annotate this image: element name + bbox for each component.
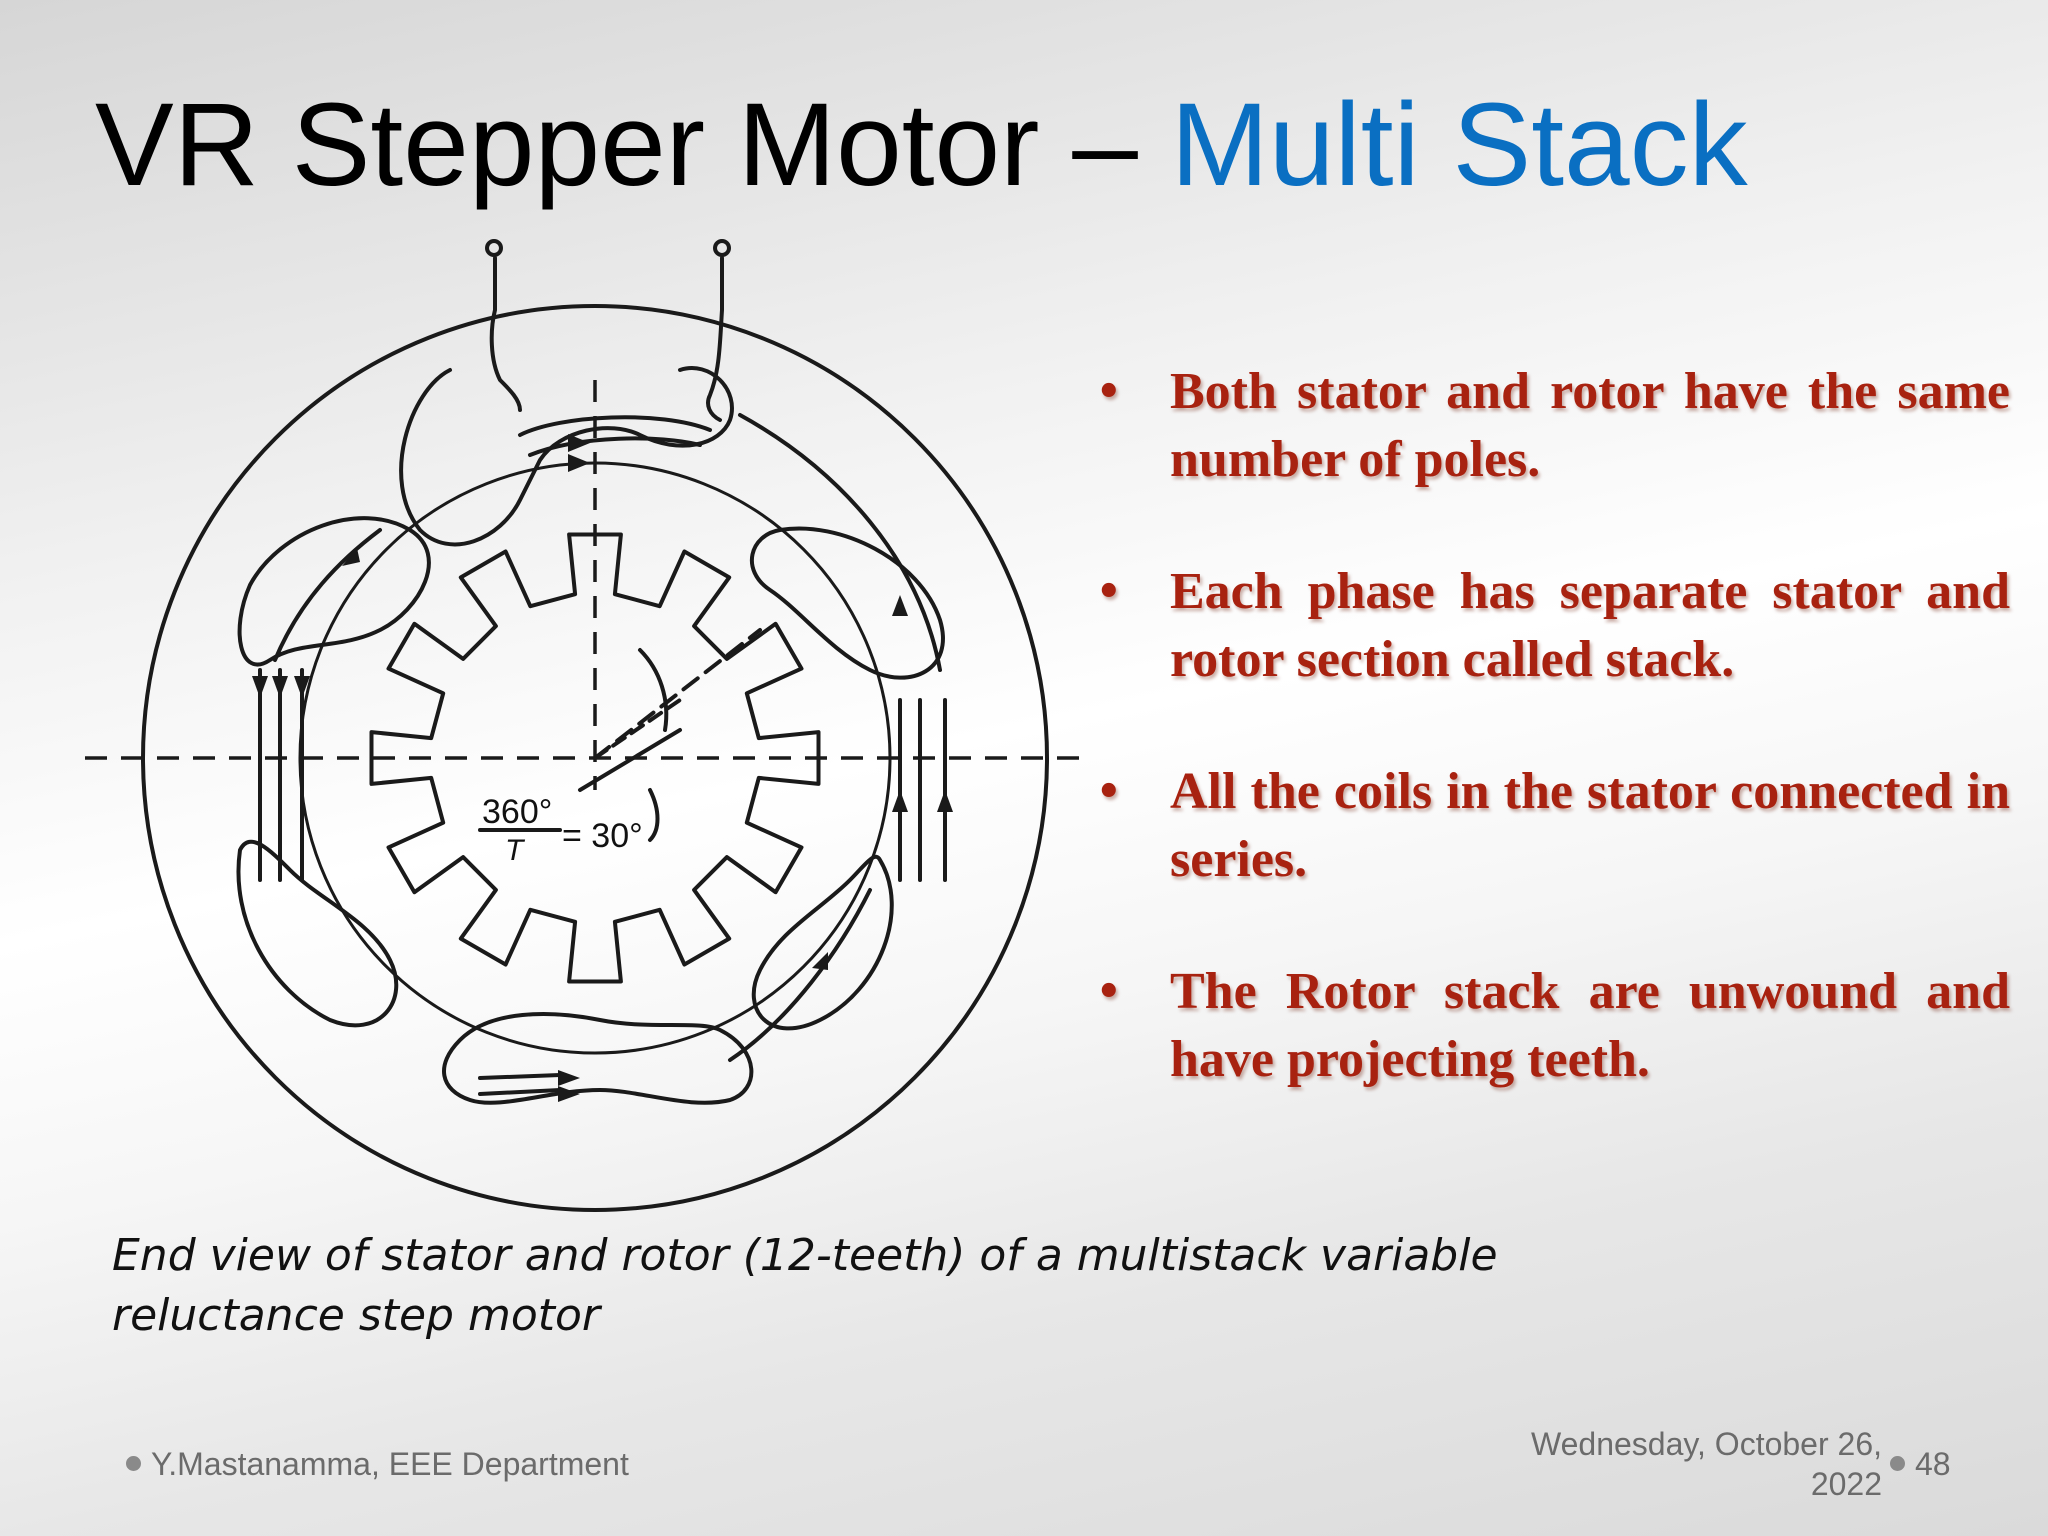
footer-date-line1: Wednesday, October 26, (1530, 1426, 1882, 1462)
angle-numerator: 360° (482, 793, 552, 831)
arrow-right-upper (892, 595, 908, 616)
arrow-right-1 (892, 790, 908, 812)
footer-author: Y.Mastanamma, EEE Department (126, 1446, 629, 1483)
arrow-top (568, 434, 590, 452)
bullet-item: • All the coils in the stator connected i… (1090, 758, 2010, 894)
bullet-item: • The Rotor stack are unwound and have pr… (1090, 958, 2010, 1094)
title-main: VR Stepper Motor – (95, 79, 1171, 211)
arrow-left-2 (272, 676, 288, 698)
bullet-item: • Each phase has separate stator and roto… (1090, 558, 2010, 694)
terminal-right (713, 239, 731, 257)
lead-right (706, 256, 724, 422)
terminal-left (485, 239, 503, 257)
arrow-left-3 (294, 676, 310, 698)
stator-pole-top-left (237, 516, 431, 667)
angle-result: = 30° (562, 817, 643, 855)
rotor-teeth (369, 532, 821, 984)
footer-author-text: Y.Mastanamma, EEE Department (151, 1446, 629, 1482)
stator-pole-bottom (442, 1012, 754, 1105)
flux-path-bottom-1 (478, 1073, 562, 1080)
bullet-text: Each phase has separate stator and rotor… (1170, 563, 2010, 688)
arrow-left-upper (342, 548, 360, 566)
footer-dot-icon (126, 1456, 141, 1472)
flux-path-left-upper (273, 528, 382, 662)
footer-dot-icon (1890, 1456, 1905, 1472)
stator-pole-top-right (750, 526, 945, 680)
angle-line-3 (593, 628, 762, 760)
stator-pole-top (399, 366, 734, 547)
arrow-bottom-2 (558, 1086, 580, 1102)
bullet-marker: • (1096, 369, 1122, 415)
footer-page-number: 48 (1890, 1446, 1951, 1483)
slide-title: VR Stepper Motor – Multi Stack (95, 78, 1748, 214)
bullet-marker: • (1096, 969, 1122, 1015)
flux-path-bottom-2 (478, 1088, 562, 1096)
page-number-text: 48 (1915, 1446, 1951, 1482)
bullet-text: All the coils in the stator connected in… (1170, 763, 2010, 888)
angle-line (593, 698, 682, 760)
bullet-marker: • (1096, 569, 1122, 615)
bullet-list: • Both stator and rotor have the same num… (1090, 358, 2010, 1158)
flux-path-top-2 (528, 436, 702, 457)
bullet-item: • Both stator and rotor have the same num… (1090, 358, 2010, 494)
bullet-marker: • (1096, 769, 1122, 815)
flux-path-top (518, 415, 712, 437)
angle-arc (638, 648, 669, 732)
bullet-text: Both stator and rotor have the same numb… (1170, 363, 2010, 488)
flux-path-bottom-right (728, 888, 872, 1062)
arrow-bottom-right (812, 952, 828, 970)
angle-denominator: T (505, 834, 526, 867)
figure-caption: End view of stator and rotor (12-teeth) … (112, 1230, 1498, 1341)
lead-left (489, 256, 522, 412)
arrow-right-2 (937, 790, 953, 812)
arrow-top-2 (568, 454, 590, 472)
arrow-bottom-1 (558, 1070, 580, 1086)
stator-pole-bottom-left (236, 839, 399, 1028)
arrow-left-1 (252, 676, 268, 698)
stator-rotor-diagram: 360° T = 30° (85, 239, 1085, 1212)
angle-arc-2 (648, 788, 660, 842)
title-accent: Multi Stack (1170, 79, 1748, 211)
flux-path-right (738, 413, 942, 672)
stator-pole-bottom-right (751, 854, 894, 1031)
footer-date-line2: 2022 (1810, 1466, 1882, 1502)
bullet-text: The Rotor stack are unwound and have pro… (1170, 963, 2010, 1088)
footer-date: Wednesday, October 26, 2022 (1462, 1424, 1882, 1504)
